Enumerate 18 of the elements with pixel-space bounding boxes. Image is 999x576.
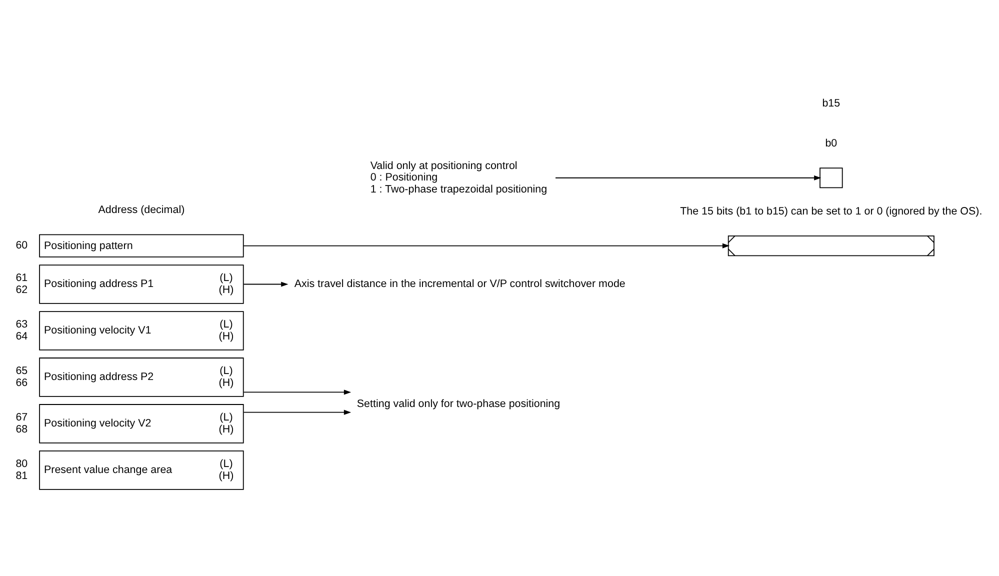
node-label: 81 <box>16 469 28 482</box>
node-label: 68 <box>16 422 28 435</box>
node-label: 67 <box>16 411 28 424</box>
node-label: 62 <box>16 283 28 296</box>
node-label: 64 <box>16 330 28 342</box>
label: The 15 bits (b1 to b15) can be set to 1 or 0 (ignored by the OS). <box>680 205 982 218</box>
node-label: 80 <box>16 458 28 470</box>
label: b15 <box>822 96 840 109</box>
node-label: 60 <box>16 239 28 252</box>
node-label: 66 <box>16 376 28 388</box>
node-text: Axis travel distance in the incremental or V/P control switchover mode <box>294 278 626 290</box>
node-label: 65 <box>16 364 28 377</box>
node-text: Setting valid only for two-phase positioning <box>356 397 560 410</box>
node-text: Valid only at positioning control 0 : Positioning 1 : Two-phase trapezoidal positioning <box>370 160 548 195</box>
node-label: 63 <box>16 318 28 330</box>
node-label: 61 <box>16 272 28 284</box>
label: b0 <box>825 137 838 150</box>
label: Address (decimal) <box>98 203 185 216</box>
